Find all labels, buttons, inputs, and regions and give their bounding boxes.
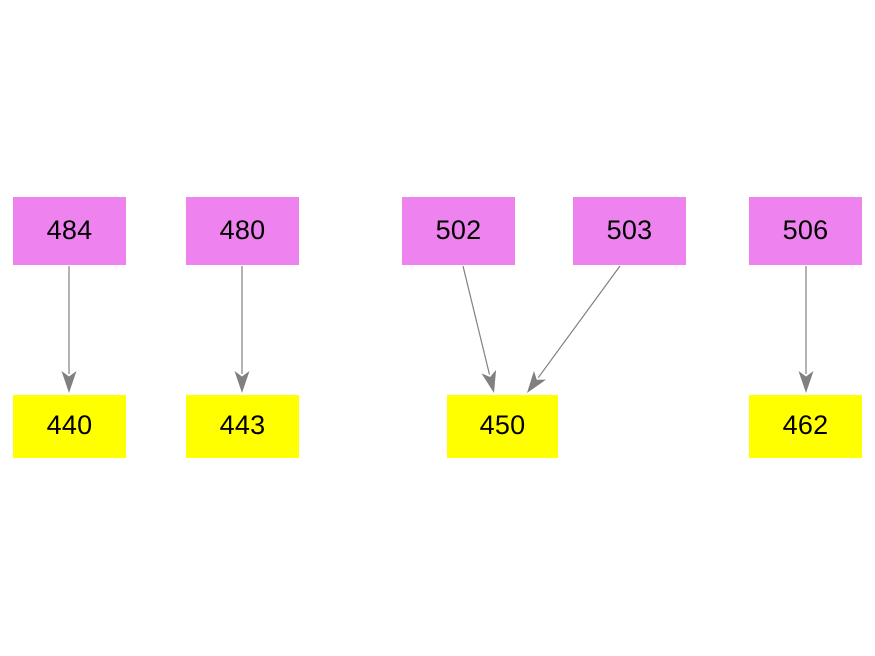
edge-line	[537, 265, 621, 379]
arrowhead-icon	[527, 370, 547, 393]
node-440[interactable]: 440	[13, 395, 126, 458]
node-label: 502	[435, 214, 482, 245]
edge-506-to-462	[798, 266, 814, 393]
edge-line	[462, 265, 491, 375]
node-462[interactable]: 462	[749, 395, 862, 458]
edge-502-to-450	[462, 265, 497, 393]
node-label: 450	[479, 410, 526, 440]
edge-480-to-443	[234, 266, 250, 393]
arrowhead-icon	[798, 371, 814, 393]
edge-484-to-440	[61, 266, 77, 393]
node-480[interactable]: 480	[186, 197, 299, 265]
edge-503-to-450	[527, 265, 621, 393]
node-label: 440	[46, 410, 93, 440]
node-label: 462	[782, 410, 829, 440]
arrowhead-icon	[234, 371, 250, 393]
node-484[interactable]: 484	[13, 197, 126, 265]
node-label: 484	[46, 214, 93, 245]
node-label: 503	[606, 214, 653, 245]
node-503[interactable]: 503	[573, 197, 686, 265]
node-502[interactable]: 502	[402, 197, 515, 265]
arrowhead-icon	[481, 369, 497, 393]
node-450[interactable]: 450	[447, 395, 558, 458]
node-label: 443	[219, 410, 266, 440]
node-506[interactable]: 506	[749, 197, 862, 265]
node-443[interactable]: 443	[186, 395, 299, 458]
node-label: 480	[219, 214, 266, 245]
arrowhead-icon	[61, 371, 77, 393]
node-label: 506	[782, 214, 829, 245]
